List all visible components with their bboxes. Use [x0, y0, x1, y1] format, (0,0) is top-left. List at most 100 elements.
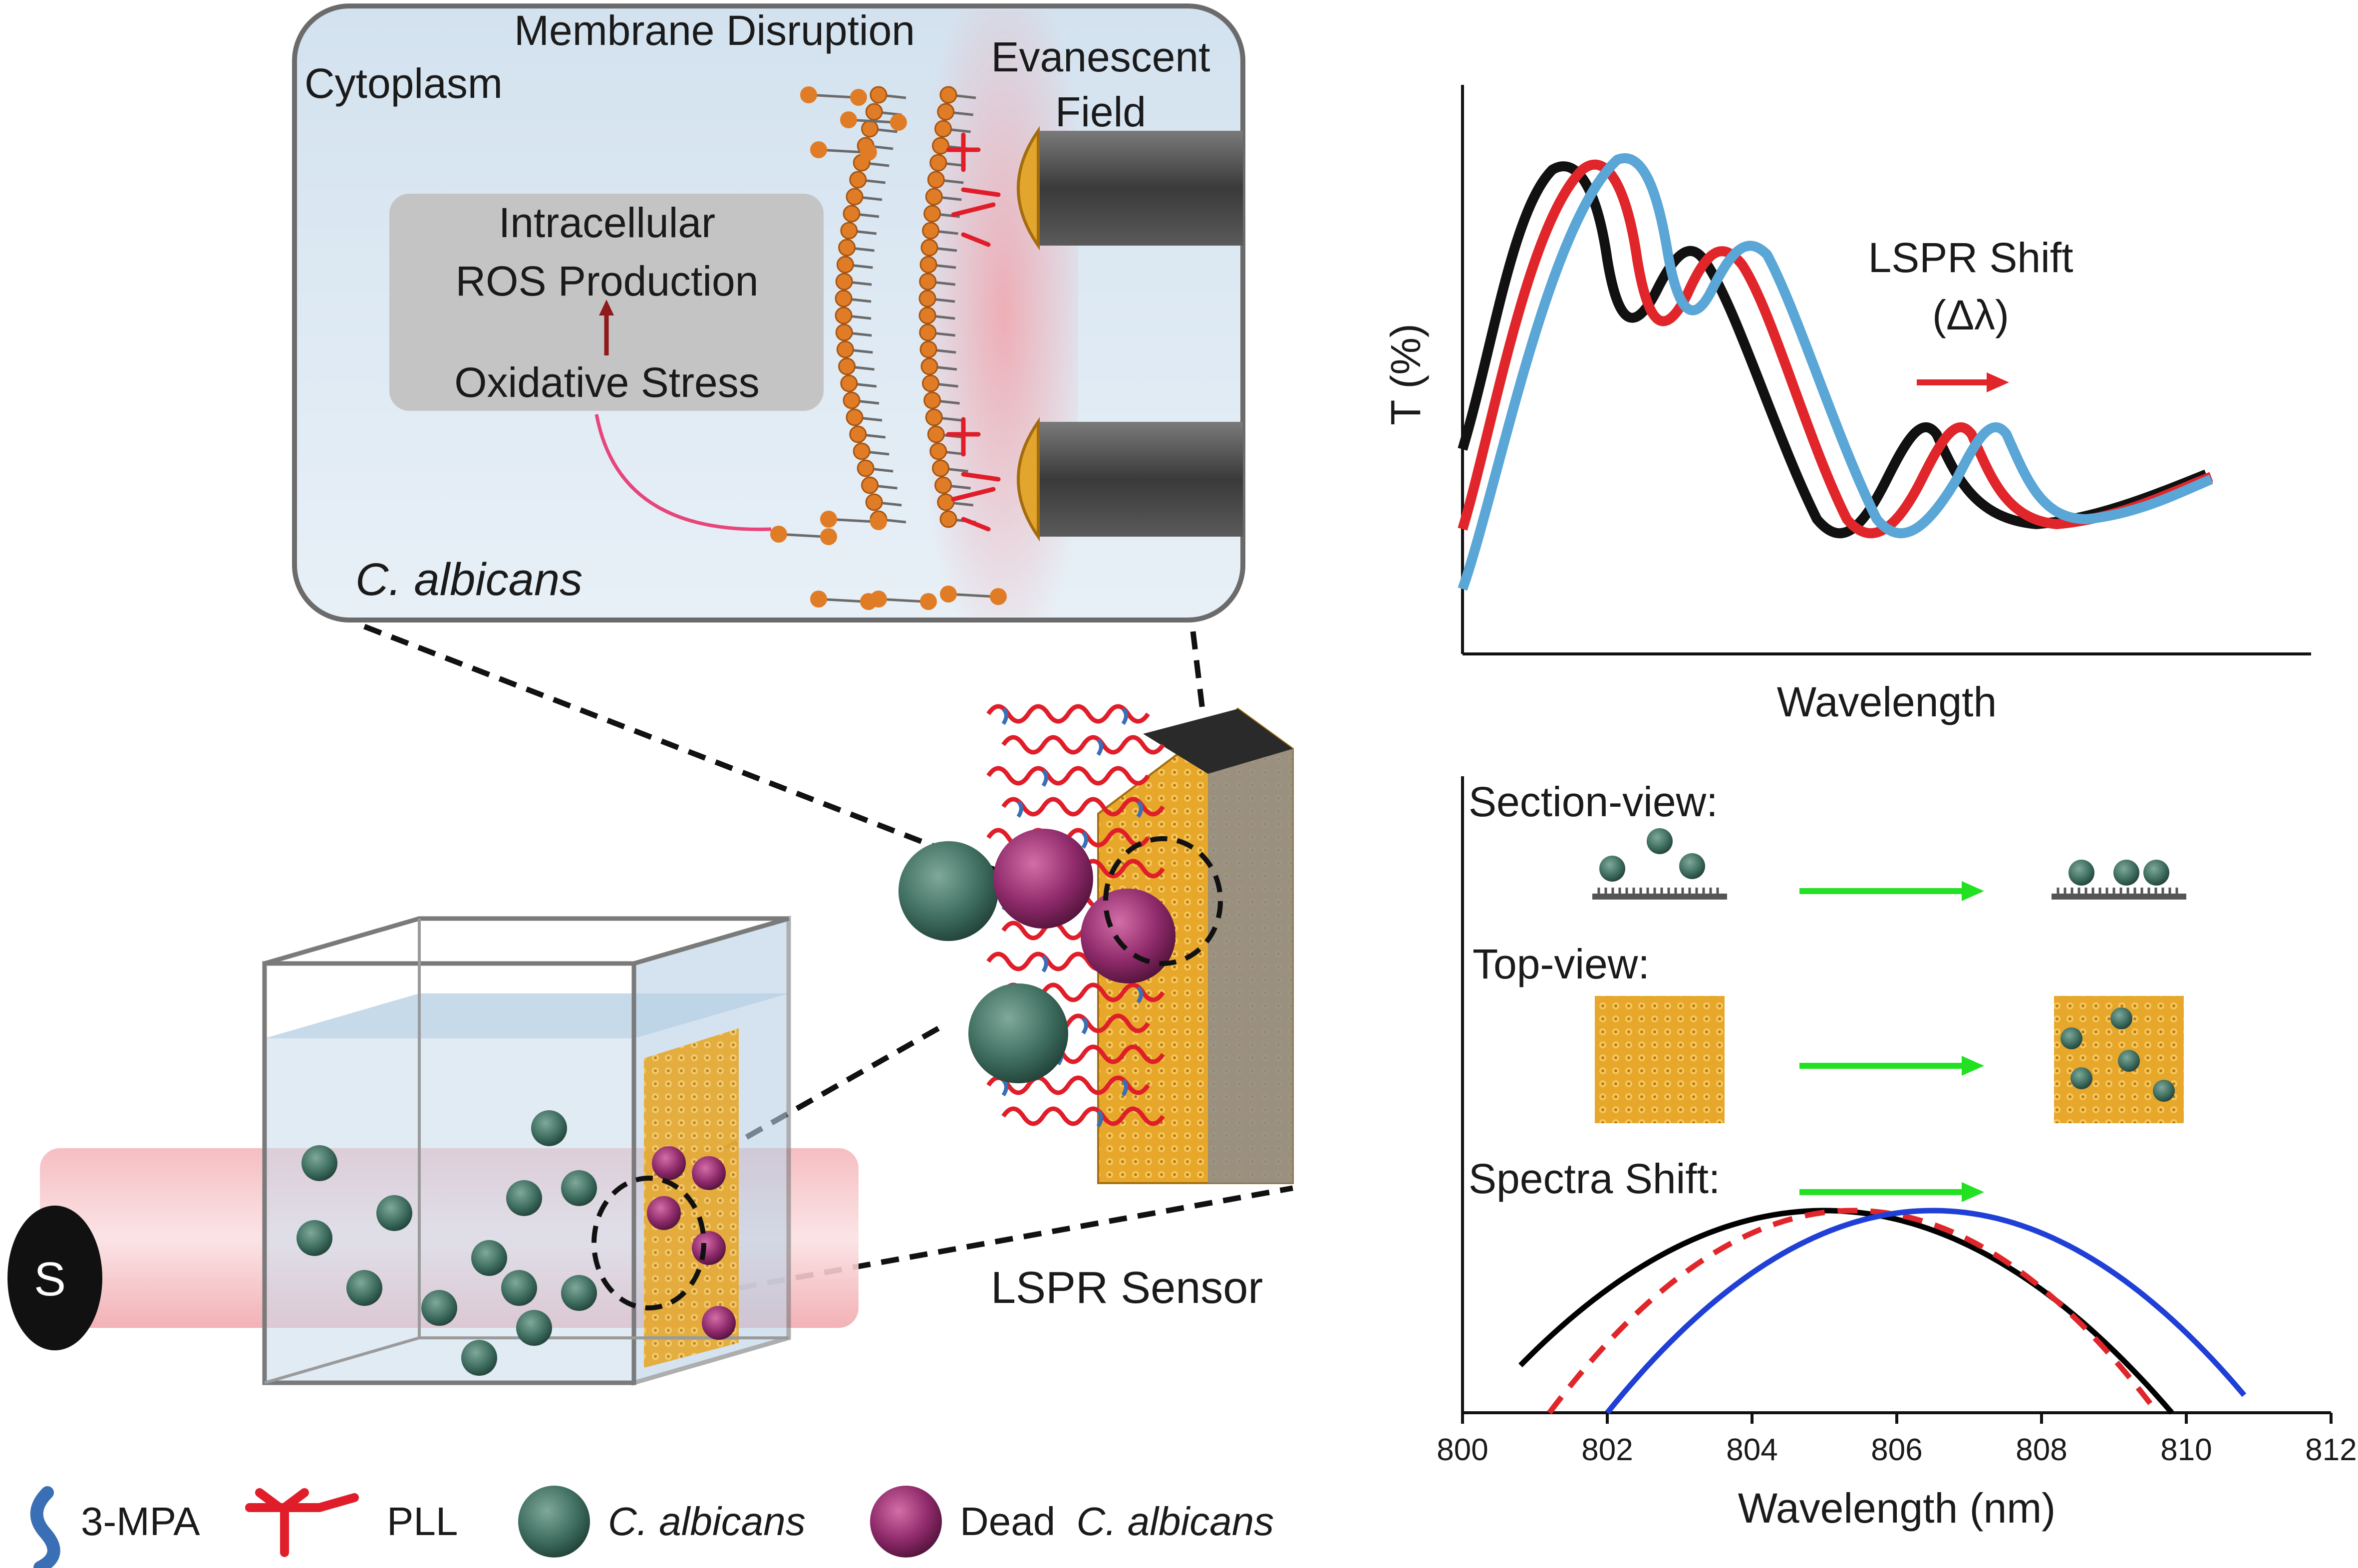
nanorod-upper: [1017, 126, 1243, 251]
lipid-head: [922, 222, 940, 240]
section-after: [2052, 860, 2186, 900]
top-y-label: T (%): [1382, 323, 1429, 425]
pll-strand: [1026, 704, 1070, 724]
cuvette-zoom-circle: [591, 1176, 706, 1310]
sensor-label: LSPR Sensor: [991, 1263, 1263, 1313]
pll-strand: [1106, 766, 1150, 786]
live-cell: [506, 1180, 542, 1216]
pll-strand: [1066, 1075, 1110, 1095]
live-cell: [531, 1110, 567, 1146]
section-view-label: Section-view:: [1469, 778, 1718, 825]
pll-strand: [1121, 982, 1165, 1002]
series-after: [1458, 153, 2213, 591]
lipid-head: [840, 222, 858, 240]
spectra-shift-label: Spectra Shift:: [1469, 1155, 1720, 1202]
lipid-head: [920, 357, 938, 375]
mpa-strand: [1096, 738, 1103, 756]
lipid-head: [937, 493, 955, 511]
pll-icon: [245, 1488, 359, 1557]
live-cell: [376, 1195, 412, 1231]
lipid-head: [929, 442, 947, 460]
shift-delta: (Δλ): [1932, 292, 2009, 338]
cuvette: S LSPR Sensor: [7, 916, 1263, 1386]
live-cell: [461, 1340, 497, 1376]
lipid-bilayer: [770, 86, 1007, 610]
pll-strand: [1121, 859, 1165, 879]
pll-strand: [1081, 735, 1125, 755]
pll-strand: [986, 704, 1030, 724]
live-cell: [301, 1145, 337, 1181]
live-cell-icon: [518, 1486, 590, 1558]
sensor-3d: [898, 704, 1294, 1184]
lipid-head: [920, 239, 938, 257]
lipid-head: [927, 171, 945, 189]
lipid-head: [990, 588, 1007, 605]
pll-strand: [1081, 1044, 1125, 1064]
nanorod-lower: [1017, 417, 1243, 542]
pll-strand: [1106, 1013, 1150, 1033]
dead-cell-large: [1081, 889, 1176, 983]
spectra-series-solid-black: [1518, 1208, 2174, 1415]
lipid-head: [860, 144, 877, 161]
organism-label: C. albicans: [355, 554, 583, 605]
lipid-head: [919, 323, 937, 341]
pll-strand: [1026, 766, 1070, 786]
live-cell: [296, 1220, 332, 1256]
pll-strand: [1106, 704, 1150, 724]
legend-pll: PLL: [387, 1499, 458, 1544]
lipid-head: [835, 290, 853, 308]
pll-strand: [1121, 1106, 1165, 1126]
lipid-head: [810, 141, 827, 158]
mpa-strand: [1121, 707, 1128, 725]
live-cell-large: [898, 841, 998, 941]
live-cell: [516, 1310, 552, 1346]
ros-arrowhead: [599, 300, 614, 315]
lipid-head: [861, 120, 879, 138]
mpa-strand: [1081, 831, 1088, 849]
stress-label: Oxidative Stress: [454, 359, 760, 406]
lipid-head: [857, 459, 875, 477]
mpa-strand: [1041, 769, 1048, 787]
pll-strand: [1121, 797, 1165, 817]
lipid-head: [927, 425, 945, 443]
pll-strand: [1001, 735, 1045, 755]
legend-dead: Dead C. albicans: [960, 1499, 1274, 1544]
pll-strand: [1041, 735, 1085, 755]
lipid-head: [923, 391, 941, 409]
lipid-head: [770, 526, 787, 543]
pll-strand: [1066, 766, 1110, 786]
lipid-head: [849, 171, 867, 189]
x-tick-label: 808: [2016, 1433, 2067, 1467]
x-tick-label: 806: [1871, 1433, 1922, 1467]
lipid-head: [840, 111, 857, 128]
lipid-head: [932, 459, 950, 477]
lipid-head: [890, 114, 907, 131]
legend-dead-italic: C. albicans: [1076, 1499, 1274, 1544]
legend-dead-prefix: Dead: [960, 1499, 1055, 1544]
section-before: [1592, 828, 1727, 900]
legend-mpa: 3-MPA: [81, 1499, 200, 1544]
live-cell: [501, 1270, 537, 1306]
lipid-head: [865, 103, 883, 121]
pll-strand: [1001, 1106, 1045, 1126]
mpa-strand: [1041, 955, 1048, 973]
live-cell: [346, 1270, 382, 1306]
green-arrow: [1799, 881, 1984, 901]
lipid-head: [846, 188, 864, 206]
lipid-head: [810, 591, 827, 608]
view-panels: Section-view: Top-view:: [1437, 776, 2357, 1532]
lipid-head: [853, 442, 871, 460]
lipid-head: [836, 340, 854, 358]
live-cell: [421, 1290, 457, 1326]
pll-strand: [1041, 1106, 1085, 1126]
live-cell: [561, 1170, 597, 1206]
lipid-head: [843, 391, 861, 409]
lipid-head: [865, 493, 883, 511]
series-middle: [1458, 159, 2213, 539]
x-tick-label: 802: [1581, 1433, 1633, 1467]
mpa-strand: [1081, 1017, 1088, 1035]
ros-line1: Intracellular: [499, 199, 715, 246]
live-cell-large: [968, 983, 1068, 1083]
mpa-strand: [1001, 1079, 1008, 1097]
